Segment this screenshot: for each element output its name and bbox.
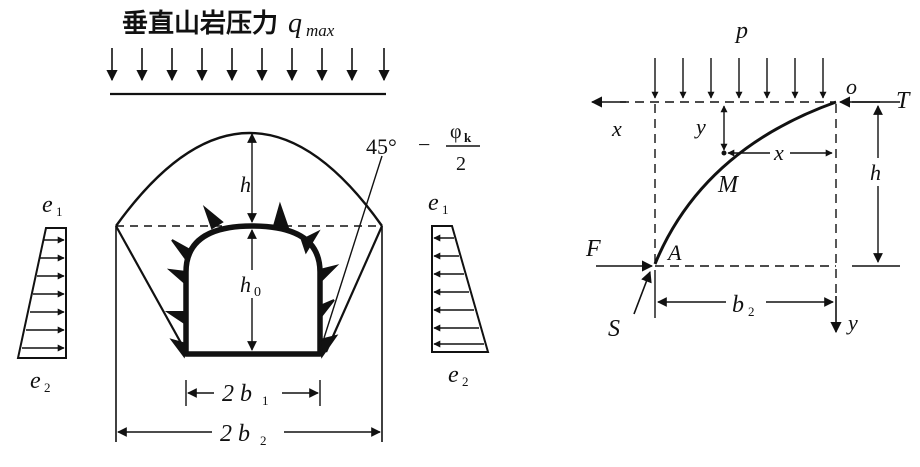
label-2b1-subscript: 1 (262, 393, 269, 408)
vertical-load-arrows (106, 48, 390, 82)
label-h: h (240, 172, 251, 197)
title-q-symbol: q (288, 8, 302, 39)
label-e2-left: e (30, 368, 41, 394)
label-F: F (585, 236, 601, 262)
angle-45-text: 45° (366, 134, 397, 159)
label-e2-right: e (448, 362, 459, 388)
title-text: 垂直山岩压力 (122, 9, 278, 39)
title-q-subscript: max (306, 21, 335, 40)
label-S: S (608, 316, 620, 342)
label-2b2-subscript: 2 (260, 433, 267, 448)
label-e2-left-subscript: 2 (44, 380, 51, 395)
sliding-plane-left (115, 225, 187, 353)
lateral-pressure-left (16, 227, 67, 359)
label-h0-bg (236, 270, 272, 298)
sliding-plane-right (324, 225, 384, 353)
label-2b1-bg (214, 378, 282, 406)
label-h0-subscript: 0 (254, 285, 261, 300)
angle-phi-text: φ (450, 121, 462, 143)
label-2b2: 2 b (220, 421, 250, 447)
label-y-axis: y (846, 310, 858, 335)
arch-curve (653, 100, 837, 265)
label-p: p (734, 18, 748, 44)
label-h-right: h (870, 160, 881, 185)
angle-phi-subscript: k (464, 130, 472, 145)
label-e1-left: e (42, 192, 53, 218)
label-b2: b (732, 292, 744, 318)
angle-leader-line (323, 155, 383, 339)
label-b2-bg (726, 290, 766, 318)
point-M (721, 150, 727, 156)
label-2b1: 2 b (222, 381, 252, 407)
pressure-arch (115, 131, 383, 227)
label-h-right-bg (868, 158, 890, 186)
label-b2-subscript: 2 (748, 304, 755, 319)
label-x-axis: x (611, 116, 622, 141)
label-2b2-bg (212, 418, 284, 446)
label-e1-left-subscript: 1 (56, 204, 63, 219)
label-h0: h (240, 272, 251, 297)
angle-denominator-text: 2 (456, 153, 466, 175)
angle-minus-text: − (418, 132, 430, 157)
label-M: M (717, 172, 740, 198)
distributed-load-arrows (651, 58, 827, 99)
label-T: T (896, 88, 911, 114)
label-e1-right: e (428, 190, 439, 216)
lateral-pressure-right (431, 225, 490, 353)
label-y-at-M: y (694, 114, 706, 139)
label-A: A (666, 240, 682, 265)
label-e1-right-subscript: 1 (442, 202, 449, 217)
right-figure: p x o T M y x (585, 18, 911, 342)
left-figure: 垂直山岩压力 q max (16, 8, 490, 448)
label-x-at-M-bg (770, 140, 790, 164)
force-S-arrow (633, 270, 652, 315)
label-x-at-M: x (773, 140, 784, 165)
label-e2-right-subscript: 2 (462, 374, 469, 389)
radial-pressure-marks (164, 201, 340, 359)
label-o: o (846, 74, 857, 99)
